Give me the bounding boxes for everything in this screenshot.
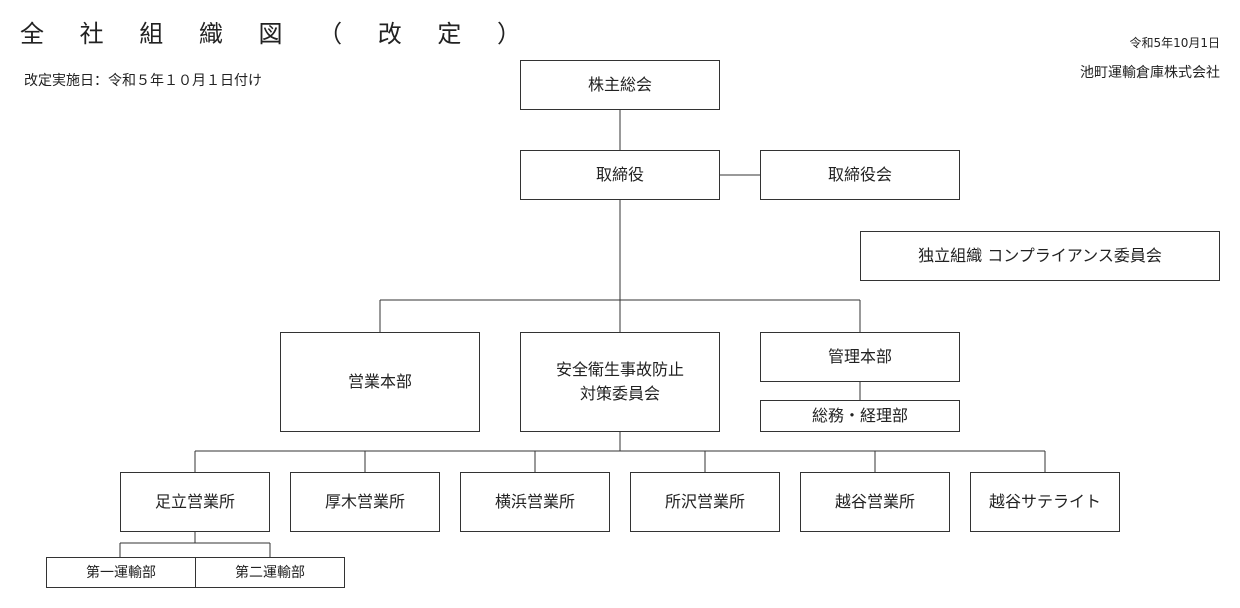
- safety-committee-box: 安全衛生事故防止 対策委員会: [520, 332, 720, 432]
- compliance-committee-box: 独立組織 コンプライアンス委員会: [860, 231, 1220, 281]
- board-of-directors-box: 取締役会: [760, 150, 960, 200]
- office-box-1: 足立営業所: [120, 472, 270, 532]
- document-date: 令和5年10月1日: [1129, 36, 1220, 50]
- transport-dept-1-box: 第一運輸部: [46, 557, 196, 588]
- admin-headquarters-box: 管理本部: [760, 332, 960, 382]
- office-box-5: 越谷営業所: [800, 472, 950, 532]
- director-box: 取締役: [520, 150, 720, 200]
- office-box-2: 厚木営業所: [290, 472, 440, 532]
- shareholders-meeting-box: 株主総会: [520, 60, 720, 110]
- office-box-4: 所沢営業所: [630, 472, 780, 532]
- general-affairs-box: 総務・経理部: [760, 400, 960, 432]
- company-name: 池町運輸倉庫株式会社: [1080, 65, 1220, 81]
- office-box-6: 越谷サテライト: [970, 472, 1120, 532]
- transport-dept-2-box: 第二運輸部: [195, 557, 345, 588]
- effective-date-note: 改定実施日：令和５年１０月１日付け: [24, 73, 262, 89]
- page-title: 全 社 組 織 図 （ 改 定 ）: [20, 20, 536, 48]
- office-box-3: 横浜営業所: [460, 472, 610, 532]
- sales-headquarters-box: 営業本部: [280, 332, 480, 432]
